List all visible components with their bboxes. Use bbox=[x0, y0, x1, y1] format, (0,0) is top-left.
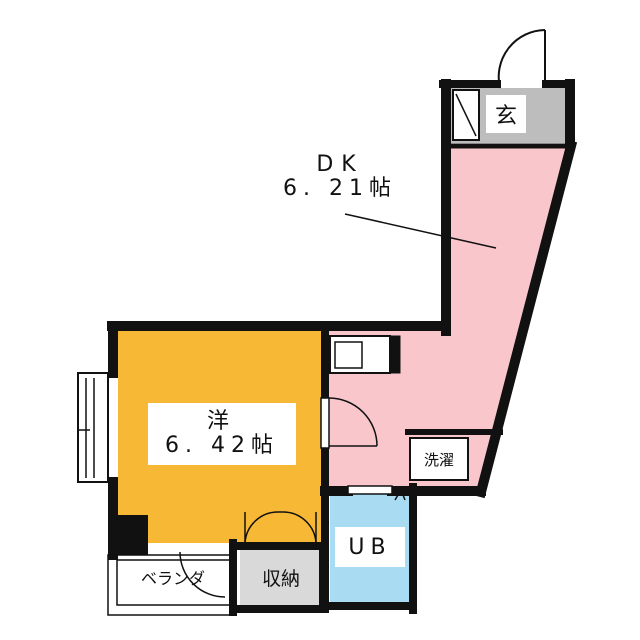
entrance-name: 玄 bbox=[494, 104, 517, 129]
laundry-box bbox=[409, 437, 469, 481]
western-label: 洋 6. 42帖 bbox=[148, 403, 296, 465]
bath-door bbox=[347, 485, 406, 501]
laundry-label: 洗濯 bbox=[412, 440, 466, 478]
western-room-name: 洋 bbox=[206, 408, 237, 434]
balcony-name: ベランダ bbox=[140, 569, 205, 588]
dk-room-area: 6. 21帖 bbox=[283, 176, 397, 201]
bath-label: UB bbox=[335, 527, 405, 567]
balcony-outline bbox=[107, 554, 234, 616]
dk-label: DK 6. 21帖 bbox=[255, 146, 425, 208]
dk-room-fill bbox=[325, 146, 570, 487]
laundry-name: 洗濯 bbox=[423, 450, 454, 469]
shoe-cabinet bbox=[452, 89, 480, 141]
bath-room-name: UB bbox=[348, 534, 392, 560]
western-dk-door bbox=[320, 397, 378, 449]
balcony-door-arc bbox=[179, 551, 226, 598]
entrance-label: 玄 bbox=[486, 95, 526, 133]
kitchen-sink bbox=[329, 335, 401, 374]
left-window bbox=[77, 372, 109, 483]
storage-doors bbox=[244, 511, 317, 544]
dk-leader-line bbox=[344, 213, 497, 249]
balcony-label: ベランダ bbox=[118, 563, 228, 591]
storage-name: 収納 bbox=[261, 567, 300, 590]
dk-room-name: DK bbox=[316, 151, 364, 177]
storage-fill bbox=[240, 550, 320, 610]
western-room-area: 6. 42帖 bbox=[165, 433, 279, 458]
entrance-door bbox=[497, 29, 546, 89]
storage-label: 収納 bbox=[243, 560, 319, 594]
corner-pillar bbox=[108, 515, 148, 555]
